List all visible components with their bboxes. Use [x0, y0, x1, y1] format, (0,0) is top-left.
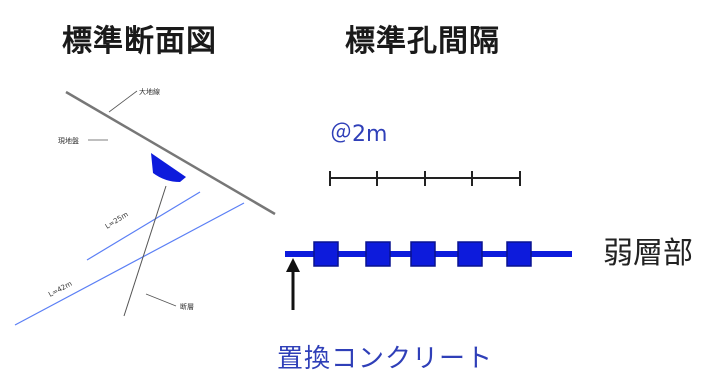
label-fault: 断層	[180, 302, 194, 311]
borehole-block	[506, 241, 532, 267]
label-ground: 現地盤	[58, 136, 79, 145]
diagram-canvas: 大地線 現地盤 断層 L=25m L=42m	[14, 87, 572, 326]
spacing-scale	[329, 171, 521, 186]
replacement-concrete-shape	[151, 153, 186, 182]
spacing-label: ＠2m	[330, 122, 388, 147]
borehole-block	[410, 241, 436, 267]
label-leader-fault	[145, 293, 177, 307]
borehole-blocks	[313, 241, 532, 267]
label-top: 大地線	[139, 87, 160, 96]
bore-line-short	[86, 191, 201, 261]
spacing-title: 標準孔間隔	[345, 24, 500, 59]
arrow-head-icon	[286, 258, 300, 272]
bore-line-long	[14, 202, 245, 326]
bore-label-short: L=25m	[104, 210, 130, 230]
borehole-block	[313, 241, 339, 267]
label-leader-top	[108, 90, 138, 113]
borehole-block	[457, 241, 483, 267]
borehole-block	[365, 241, 391, 267]
section-title: 標準断面図	[62, 24, 217, 59]
ground-slope-line	[65, 90, 276, 216]
weak-layer-label: 弱層部	[603, 236, 693, 271]
replacement-concrete-label: 置換コンクリート	[277, 344, 494, 374]
fault-line	[123, 185, 167, 317]
